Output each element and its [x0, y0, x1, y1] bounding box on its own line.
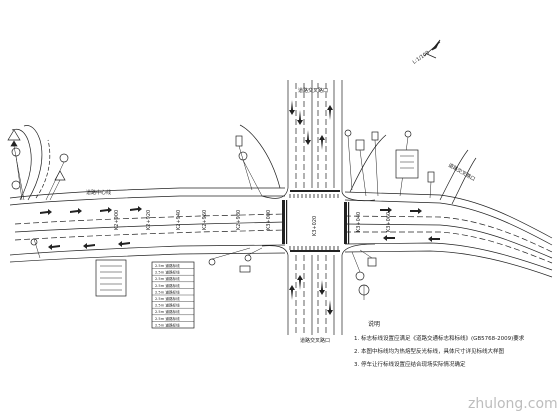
legend-table: 2.5m 道路标线 2.5m 道路标线 2.5m 道路标线 2.5m 道路标线 … [151, 261, 195, 329]
notes-item-3: 3. 停车让行标线设置应结合现场实际情况确定 [354, 360, 466, 368]
notes-title: 说明 [368, 320, 380, 328]
zebra-crossings [282, 190, 350, 252]
legend-item: 2.5m 道路标线 [155, 296, 180, 301]
road-label-north: 道路交叉路口 [298, 87, 328, 94]
station-label: K2+960 [202, 210, 208, 230]
station-label: K2+920 [146, 210, 152, 230]
station-label: K3+000 [266, 210, 272, 230]
station-label: K3+060 [386, 212, 392, 232]
north-arm-arrows [289, 100, 333, 315]
legend-item: 2.5m 道路标线 [155, 283, 180, 288]
notes-item-2: 2. 本图中标线均为热熔型反光标线，具体尺寸详见标线大样图 [354, 347, 504, 355]
left-ramp [11, 125, 51, 201]
watermark: zhulong.com [468, 396, 558, 412]
station-label: K3+020 [312, 216, 318, 236]
crosswalk-stripes [289, 194, 339, 250]
sign-leaders [13, 135, 432, 300]
north-arrow [423, 39, 441, 59]
legend-item: 2.5m 道路标线 [155, 276, 180, 281]
legend-item: 2.5m 道路标线 [155, 303, 180, 308]
lane-arrows [40, 206, 440, 250]
station-label: K2+900 [114, 210, 120, 230]
scale-label: L:1/100 [412, 50, 431, 66]
legend-item: 2.5m 道路标线 [155, 263, 180, 268]
traffic-signs [7, 129, 435, 296]
road-label-south: 道路交叉路口 [300, 337, 330, 344]
station-labels: K2+900 K2+920 K2+940 K2+960 K2+980 K3+00… [114, 210, 392, 236]
road-label-west: 道路中心线 [86, 189, 111, 196]
station-label: K2+940 [176, 210, 182, 230]
main-road [9, 187, 553, 278]
legend-item: 2.5m 道路标线 [155, 316, 180, 321]
legend-item: 2.5m 道路标线 [155, 309, 180, 314]
cross-road [239, 80, 387, 335]
legend-item: 2.5m 道路标线 [155, 270, 180, 275]
legend-item: 2.5m 道路标线 [155, 322, 180, 327]
notes-item-1: 1. 标志标线设置应满足《道路交通标志和标线》(GB5768-2009)要求 [354, 334, 525, 342]
station-label: K2+980 [236, 210, 242, 230]
legend-item: 2.5m 道路标线 [155, 289, 180, 294]
sign-detail-content [100, 155, 414, 291]
right-branch [439, 149, 477, 205]
station-label: K3+040 [356, 212, 362, 232]
